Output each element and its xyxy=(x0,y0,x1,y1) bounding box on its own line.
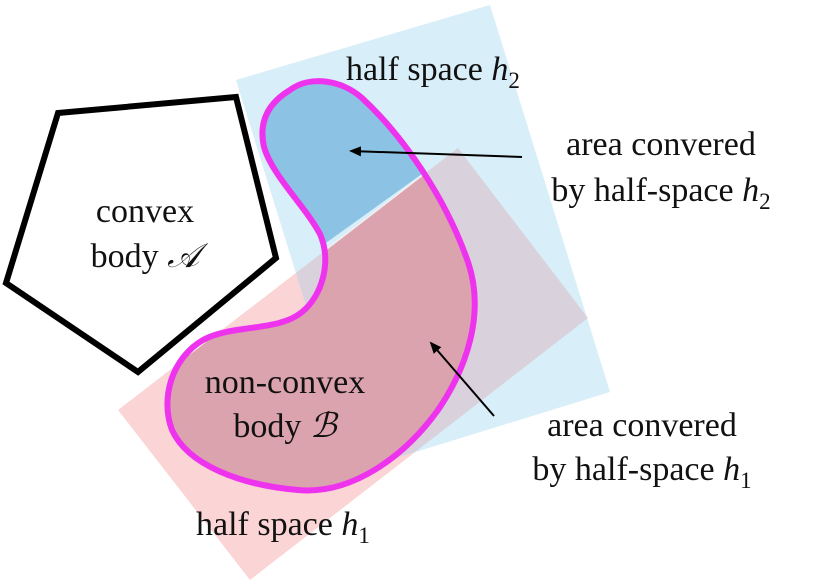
nonconvex-body-label-line1: non-convex xyxy=(205,364,366,401)
area-h2-label-line1: area convered xyxy=(566,126,756,163)
nonconvex-body-symbol: ℬ xyxy=(310,408,339,445)
area-h2-label-line2: by half-space h2 xyxy=(551,172,770,214)
nonconvex-body-outline xyxy=(164,78,478,494)
convex-body-pentagon xyxy=(2,93,280,376)
arrow-area-h1 xyxy=(429,341,495,417)
arrow-area-h2 xyxy=(349,146,523,158)
area-h1-label-line2: by half-space h1 xyxy=(532,451,751,493)
half-space-h2-label: half space h2 xyxy=(346,51,520,93)
area-h1-label-line1: area convered xyxy=(547,407,737,444)
half-space-h1-label: half space h1 xyxy=(196,506,370,548)
convex-body-label-line2: body 𝒜 xyxy=(91,238,210,275)
convex-body-label-line1: convex xyxy=(96,193,194,230)
nonconvex-body-label-line2: body ℬ xyxy=(233,408,339,445)
